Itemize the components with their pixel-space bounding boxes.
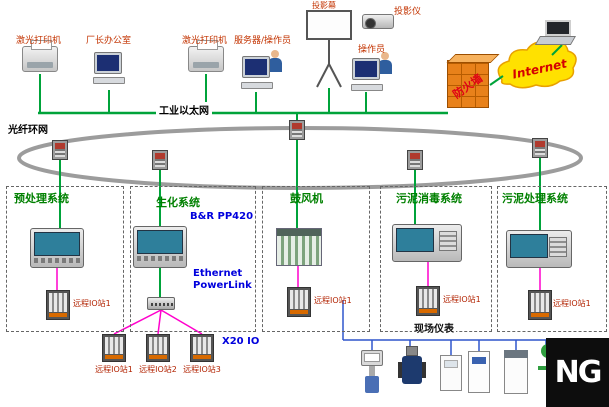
system1-hmi-panel-icon bbox=[30, 228, 84, 268]
system1-io-label: 远程IO站1 bbox=[73, 299, 111, 308]
ethernet-drops bbox=[39, 44, 563, 297]
field-analyzer2-icon bbox=[468, 351, 490, 393]
system2-io2-label: 远程IO站2 bbox=[139, 365, 177, 374]
system1-title: 预处理系统 bbox=[14, 192, 69, 205]
office-keyboard-icon bbox=[93, 77, 125, 84]
system1-io-rack-icon bbox=[46, 290, 70, 320]
system2-io1-label: 远程IO站1 bbox=[95, 365, 133, 374]
server-operator-person-icon bbox=[268, 50, 282, 72]
firewall-icon: 防火墙 bbox=[447, 60, 489, 108]
system2-io-rack1-icon bbox=[102, 334, 126, 362]
industrial-ethernet-label: 工业以太网 bbox=[156, 102, 212, 117]
laptop-icon bbox=[534, 20, 578, 48]
operator-person-icon bbox=[378, 52, 392, 74]
system-box-blower bbox=[262, 186, 370, 332]
system5-title: 污泥处理系统 bbox=[502, 192, 568, 205]
system4-io-label: 远程IO站1 bbox=[443, 295, 481, 304]
system5-io-rack-icon bbox=[528, 290, 552, 320]
operator-keyboard-icon bbox=[351, 84, 383, 91]
field-analyzer3-icon bbox=[504, 350, 528, 394]
projector-label: 投影仪 bbox=[394, 7, 422, 17]
field-flowmeter-icon bbox=[398, 346, 426, 392]
operator-monitor-icon bbox=[352, 58, 380, 80]
server-keyboard-icon bbox=[241, 82, 273, 89]
system3-io-rack-icon bbox=[287, 287, 311, 317]
internet-cloud bbox=[497, 40, 577, 89]
system2-x20-label: X20 IO bbox=[222, 336, 260, 347]
ring-switch-1-icon bbox=[52, 140, 68, 160]
projection-screen-label: 投影幕 bbox=[312, 1, 336, 10]
ring-switch-3-icon bbox=[289, 120, 305, 140]
field-instruments-label: 现场仪表 bbox=[412, 320, 456, 335]
field-analyzer1-icon bbox=[440, 355, 462, 391]
projection-screen-icon bbox=[306, 10, 352, 40]
system4-hmi-panel-icon bbox=[392, 224, 462, 262]
operator-label: 操作员 bbox=[358, 45, 386, 55]
system3-controller-icon bbox=[276, 228, 322, 266]
io-lines bbox=[56, 262, 541, 335]
system2-io3-label: 远程IO站3 bbox=[183, 365, 221, 374]
ring-switch-2-icon bbox=[152, 150, 168, 170]
firewall-label: 防火墙 bbox=[450, 71, 486, 102]
field-transmitter-icon bbox=[360, 350, 384, 396]
system3-title: 鼓风机 bbox=[290, 192, 323, 205]
printer1-label: 激光打印机 bbox=[16, 36, 62, 46]
system5-io-label: 远程IO站1 bbox=[553, 299, 591, 308]
system4-io-rack-icon bbox=[416, 286, 440, 316]
server-monitor-icon bbox=[242, 56, 270, 78]
laser-printer2-icon bbox=[188, 40, 224, 72]
laser-printer-icon bbox=[22, 40, 58, 72]
system3-io-label: 远程IO站1 bbox=[314, 296, 352, 305]
system4-title: 污泥消毒系统 bbox=[396, 192, 462, 205]
ring-switch-5-icon bbox=[532, 138, 548, 158]
projector-icon bbox=[362, 14, 394, 29]
system5-hmi-panel-icon bbox=[506, 230, 572, 268]
screen-tripod bbox=[316, 40, 342, 88]
system2-hub-icon bbox=[147, 297, 175, 310]
watermark-logo: NG bbox=[546, 338, 609, 407]
ring-switch-4-icon bbox=[407, 150, 423, 170]
system2-io-rack2-icon bbox=[146, 334, 170, 362]
system-box-pretreatment bbox=[6, 186, 124, 332]
office-label: 厂长办公室 bbox=[86, 36, 132, 46]
system2-hmi-panel-icon bbox=[133, 226, 187, 268]
system2-io-rack3-icon bbox=[190, 334, 214, 362]
system-box-sludge-treatment bbox=[497, 186, 607, 332]
office-computer-icon bbox=[94, 52, 122, 74]
system2-title: 生化系统 bbox=[156, 196, 200, 209]
printer2-label: 激光打印机 bbox=[182, 36, 228, 46]
fiber-ring-label: 光纤环网 bbox=[5, 121, 51, 136]
system-box-biochemical bbox=[130, 186, 256, 332]
system2-powerlink-label: Ethernet PowerLink bbox=[193, 268, 252, 291]
system2-panel-model-label: B&R PP420 bbox=[190, 211, 254, 222]
server-operator-label: 服务器/操作员 bbox=[234, 36, 292, 46]
